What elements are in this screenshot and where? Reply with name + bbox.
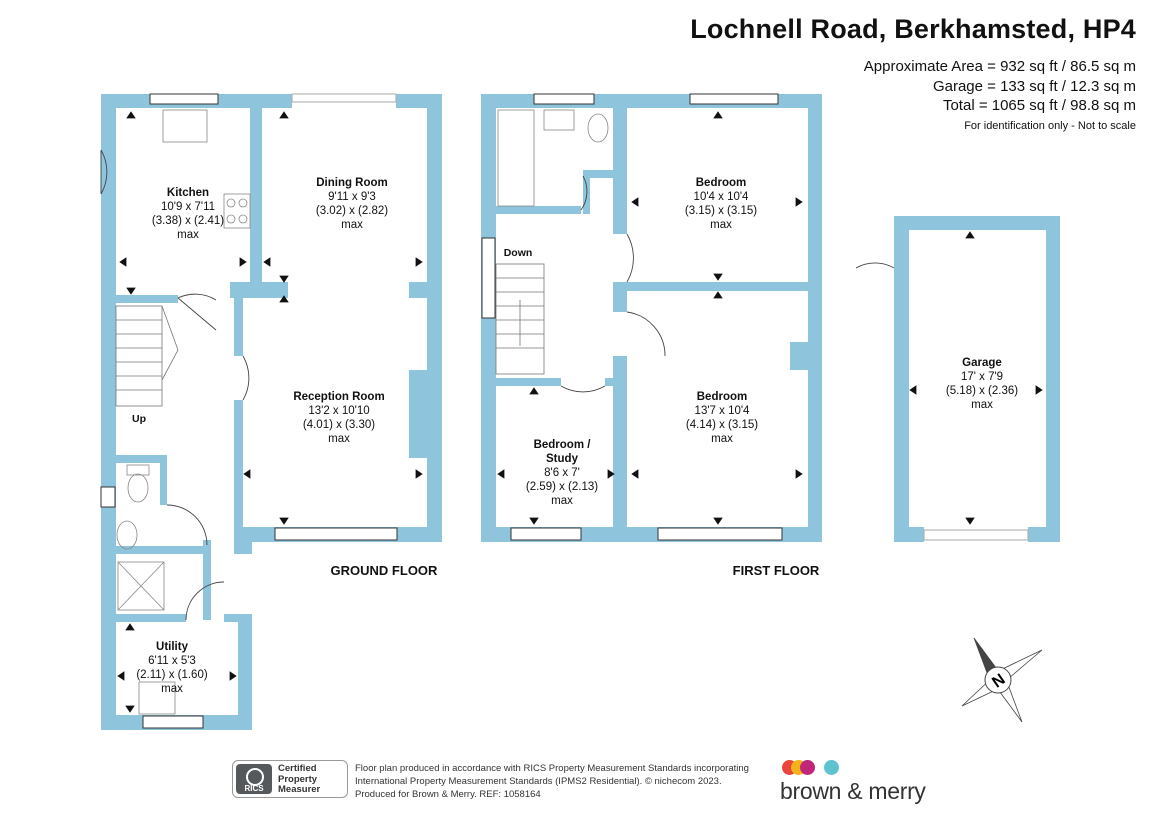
identification-note: For identification only - Not to scale [964,120,1136,132]
utility-dims: 6'11 x 5'3 [148,655,196,667]
brand-dot-teal [824,760,839,775]
kitchen-metric: (3.38) x (2.41) [152,215,224,227]
footer-note-line-3: Produced for Brown & Merry. REF: 1058164 [355,789,541,800]
footer-note-line-1: Floor plan produced in accordance with R… [355,763,749,774]
bedroom2-max: max [711,433,733,445]
dining-dims: 9'11 x 9'3 [328,191,376,203]
rics-seal-label: RICS [244,784,264,793]
total-area: Total = 1065 sq ft / 98.8 sq m [942,97,1136,114]
reception-name: Reception Room [293,391,384,403]
stairs-up-label: Up [132,413,146,425]
brand-dot-magenta [800,760,815,775]
study-dims: 8'6 x 7' [544,467,580,479]
bedroom2-metric: (4.14) x (3.15) [686,419,758,431]
rics-line-3: Measurer [278,784,321,795]
fixtures [116,109,609,715]
utility-name: Utility [156,641,189,653]
stairs [115,263,545,407]
dining-metric: (3.02) x (2.82) [316,205,388,217]
kitchen-name: Kitchen [167,187,209,199]
study-max: max [551,495,573,507]
compass-icon: N [961,637,1043,723]
bedroom1-name: Bedroom [696,177,746,189]
brand-name: brown & merry [780,778,926,804]
utility-metric: (2.11) x (1.60) [136,669,208,681]
garage-dims: 17' x 7'9 [961,371,1003,383]
footer-note-line-2: International Property Measurement Stand… [355,776,722,787]
bedroom2-dims: 13'7 x 10'4 [695,405,751,417]
footer-note: Floor plan produced in accordance with R… [355,762,775,801]
bedroom2-name: Bedroom [697,391,747,403]
brand-logo: brown & merry [780,758,940,804]
rics-line-1: Certified [278,763,317,774]
kitchen-dims: 10'9 x 7'11 [161,201,215,213]
bedroom1-max: max [710,219,732,231]
first-floor-label: FIRST FLOOR [733,563,820,578]
study-name-line1: Bedroom / [534,439,592,451]
reception-max: max [328,433,350,445]
rics-badge-text: Certified Property Measurer [278,763,321,796]
garage-area: Garage = 133 sq ft / 12.3 sq m [932,78,1136,95]
dining-name: Dining Room [316,177,388,189]
doors [100,149,895,621]
garage-metric: (5.18) x (2.36) [946,385,1018,397]
kitchen-max: max [177,229,199,241]
bedroom1-metric: (3.15) x (3.15) [685,205,757,217]
rics-badge: RICS Certified Property Measurer [232,760,348,798]
dining-max: max [341,219,363,231]
reception-metric: (4.01) x (3.30) [303,419,375,431]
approximate-area: Approximate Area = 932 sq ft / 86.5 sq m [863,58,1136,75]
rics-seal-icon: RICS [236,764,272,794]
measurement-arrows [117,111,1043,713]
garage-max: max [971,399,993,411]
ground-floor-label: GROUND FLOOR [331,563,438,578]
rics-line-2: Property [278,773,318,785]
page-title: Lochnell Road, Berkhamsted, HP4 [690,14,1136,44]
reception-dims: 13'2 x 10'10 [308,405,369,417]
walls [101,94,1060,730]
study-metric: (2.59) x (2.13) [526,481,598,493]
study-name-line2: Study [546,453,579,465]
stairs-down-label: Down [504,247,533,259]
utility-max: max [161,683,183,695]
garage-name: Garage [962,357,1002,369]
windows [100,93,1029,729]
bedroom1-dims: 10'4 x 10'4 [694,191,750,203]
